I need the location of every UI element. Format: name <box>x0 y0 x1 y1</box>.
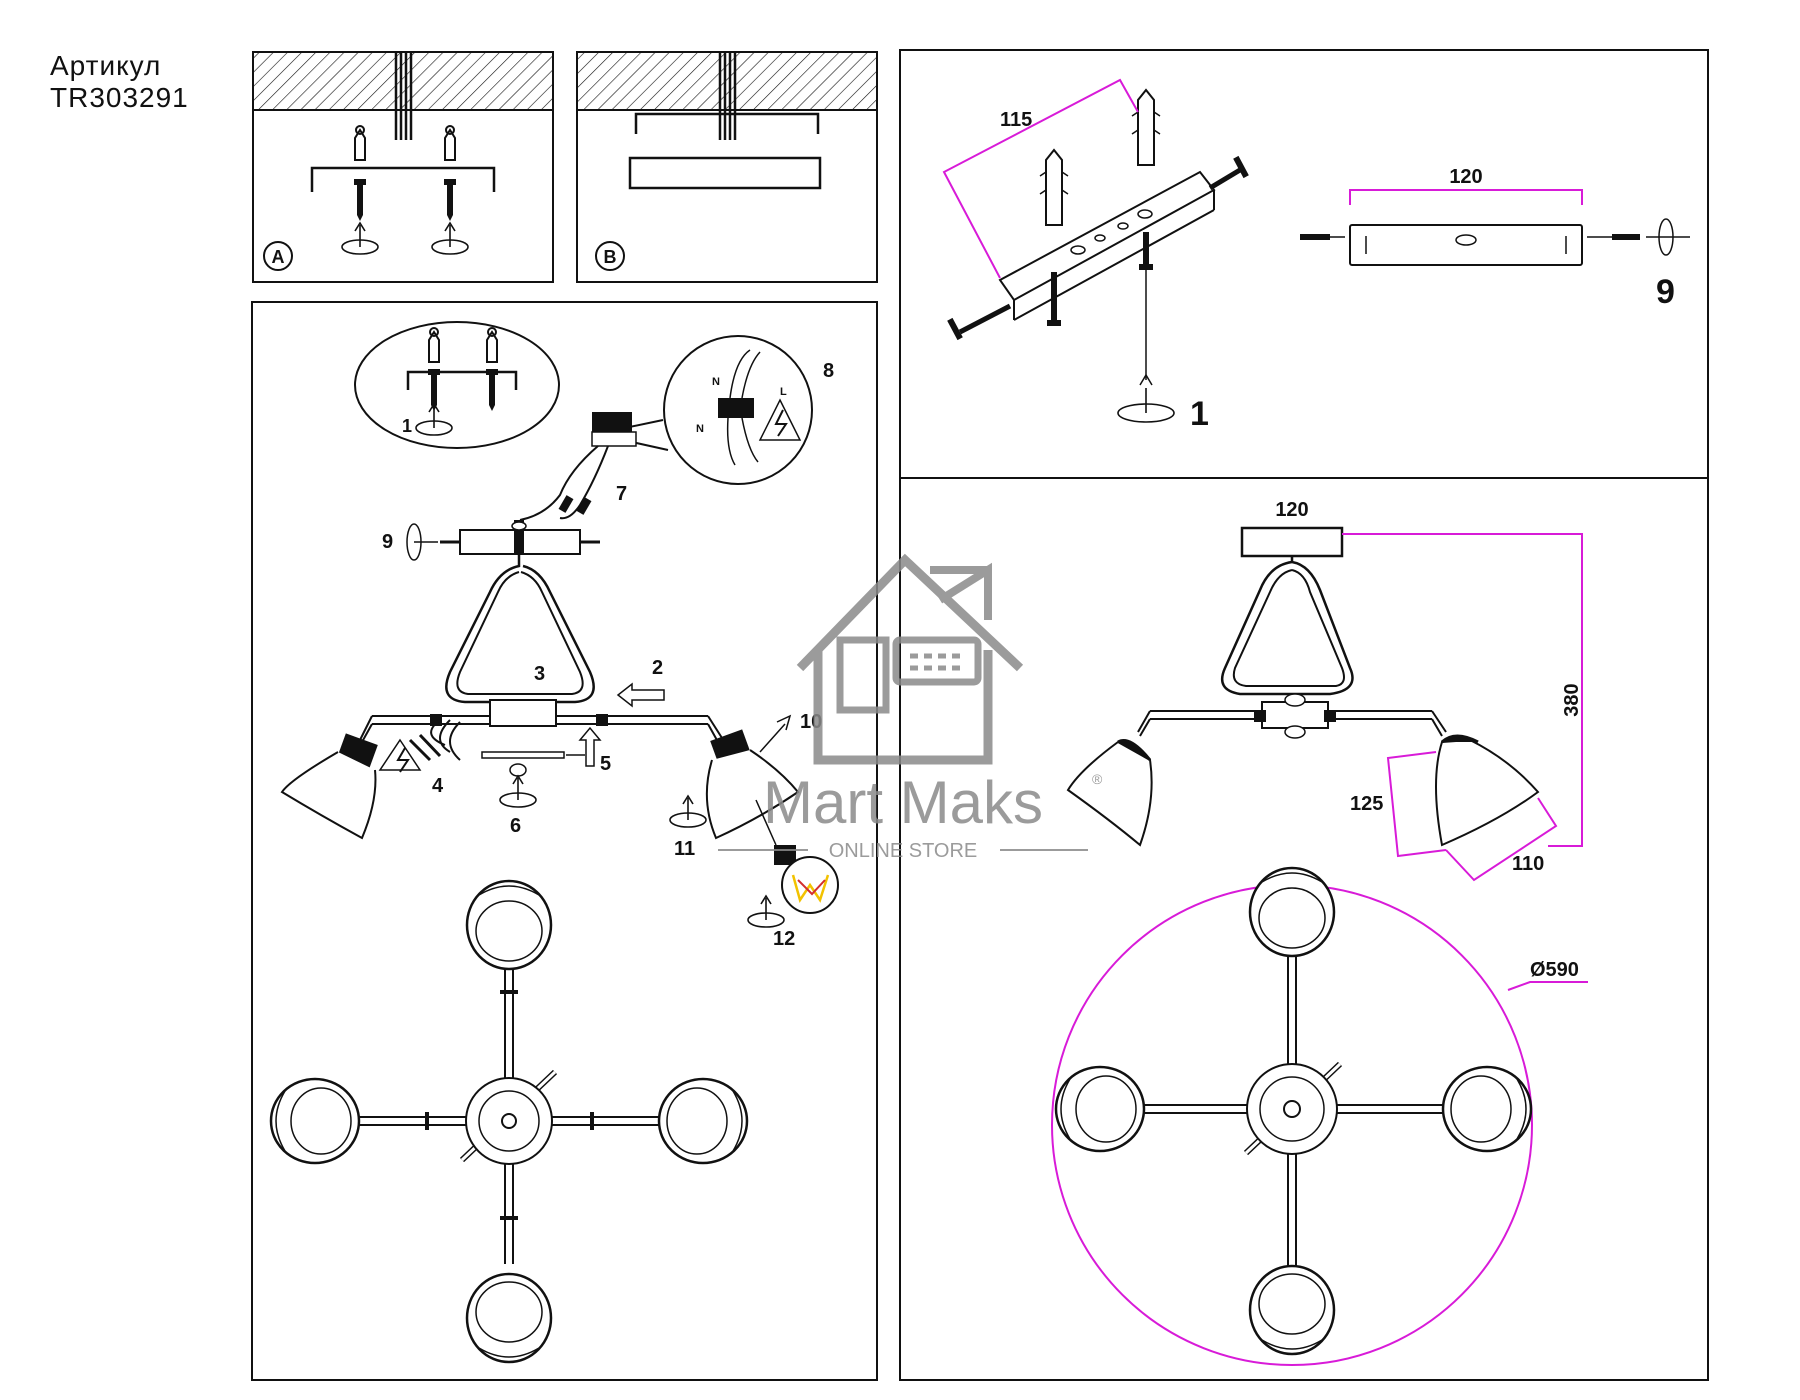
dim-plate-width-side: 120 <box>1275 499 1308 521</box>
step-9-label: 9 <box>382 531 393 553</box>
step-12-label: 12 <box>773 928 795 950</box>
watermark-brand: Mart Maks <box>763 769 1043 836</box>
dim-shade-height: 125 <box>1350 793 1383 815</box>
step-5-label: 5 <box>600 753 611 775</box>
dim-plate-width-top: 120 <box>1449 166 1482 188</box>
panel-dimensions: 120 380 125 110 Ø590 <box>899 477 1709 1381</box>
step-11-label: 11 <box>674 838 695 860</box>
panel-a-ceiling-mount: A <box>252 51 554 283</box>
fixture-top-view <box>1054 866 1533 1356</box>
step-1-big-label: 1 <box>1190 395 1209 433</box>
dim-diameter: Ø590 <box>1530 959 1579 981</box>
fixture-bottom-view <box>269 879 749 1364</box>
article-label: Артикул TR303291 <box>50 50 189 114</box>
house-icon <box>796 553 1024 765</box>
panel-assembly: 1 N L N L 8 7 9 <box>251 301 878 1381</box>
wire-l-top: L <box>780 386 787 398</box>
article-code: TR303291 <box>50 82 189 113</box>
panel-a-badge: A <box>272 247 285 267</box>
panel-bracket: 1 115 9 120 <box>899 49 1709 479</box>
dim-shade-width: 110 <box>1512 853 1544 875</box>
wire-n-bottom: N <box>696 423 704 435</box>
step-3-label: 3 <box>534 663 545 685</box>
watermark-reg: ® <box>1092 771 1103 787</box>
watermark: Mart Maks ® ONLINE STORE <box>718 553 1103 862</box>
step-4-label: 4 <box>432 775 444 797</box>
step-9-big-label: 9 <box>1656 273 1675 311</box>
wire-n-top: N <box>712 376 720 388</box>
panel-b-ceiling-cover: B <box>576 51 878 283</box>
step-7-label: 7 <box>616 483 627 505</box>
watermark-tagline: ONLINE STORE <box>829 840 978 862</box>
dim-bracket-length: 115 <box>1000 109 1032 131</box>
dim-height: 380 <box>1561 683 1583 716</box>
step-6-label: 6 <box>510 815 521 837</box>
step-2-label: 2 <box>652 657 663 679</box>
panel-b-badge: B <box>604 247 617 267</box>
step-8-label: 8 <box>823 360 834 382</box>
step-1-label: 1 <box>402 416 412 436</box>
article-title: Артикул <box>50 50 162 81</box>
